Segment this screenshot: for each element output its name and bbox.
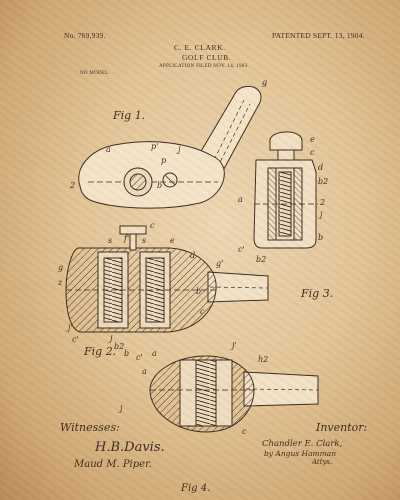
svg-text:p: p — [161, 156, 166, 165]
inventor-name: C. E. CLARK. — [174, 43, 226, 52]
svg-text:c: c — [242, 427, 247, 436]
svg-text:b2: b2 — [114, 342, 124, 351]
fig-3-label: Fig 3. — [301, 287, 334, 300]
patent-title: GOLF CLUB. — [182, 53, 232, 62]
fig2-screw-head — [119, 225, 147, 235]
fig-2-label: Fig 2. — [84, 345, 117, 358]
fig1-hosel-inner — [207, 99, 251, 175]
figure-1-drawing — [78, 85, 262, 209]
figure-4-refs: j' h2 a j c — [118, 341, 268, 436]
fig1-head — [78, 141, 225, 209]
svg-text:c': c' — [238, 245, 245, 254]
patent-number: No. 769,939. — [64, 31, 106, 40]
figure-4-drawing — [149, 355, 319, 433]
witness-signature-2: Maud M. Piper. — [74, 459, 152, 470]
svg-text:2: 2 — [319, 198, 325, 207]
attorney-by-line: by Angus Hamman — [264, 449, 337, 458]
svg-text:e: e — [310, 135, 315, 144]
svg-text:c: c — [310, 148, 315, 157]
svg-text:j: j — [318, 210, 323, 219]
svg-text:b: b — [196, 287, 201, 296]
fig2-shaft — [207, 271, 269, 303]
svg-text:e: e — [170, 236, 175, 245]
svg-text:b: b — [124, 349, 129, 358]
svg-text:a: a — [152, 349, 157, 358]
svg-text:g: g — [58, 263, 63, 272]
svg-text:c': c' — [72, 335, 79, 344]
svg-text:d: d — [190, 251, 195, 260]
fig1-weight-inner — [129, 173, 147, 191]
svg-text:j: j — [176, 145, 181, 154]
figure-2-refs: c s f' s e d g g' z b c j' c' j b2 b c' … — [57, 221, 223, 362]
svg-text:a: a — [142, 367, 147, 376]
application-filed: APPLICATION FILED NOV. 14, 1903. — [159, 64, 249, 69]
svg-text:g: g — [262, 78, 267, 87]
svg-text:c: c — [150, 221, 155, 230]
svg-text:j: j — [108, 334, 113, 343]
inventor-title: Inventor: — [316, 421, 368, 434]
svg-text:s: s — [142, 236, 146, 245]
svg-text:c': c' — [136, 353, 143, 362]
svg-text:b2: b2 — [256, 255, 266, 264]
fig-4-label: Fig 4. — [181, 483, 211, 494]
figure-3-drawing — [253, 131, 318, 249]
fig1-screw — [162, 172, 178, 188]
svg-text:z: z — [57, 278, 63, 287]
svg-text:b2: b2 — [318, 177, 328, 186]
svg-text:a: a — [106, 145, 111, 154]
fig-1-label: Fig 1. — [113, 109, 146, 122]
svg-text:f': f' — [123, 234, 129, 243]
svg-text:2: 2 — [69, 181, 75, 190]
svg-text:a: a — [238, 195, 243, 204]
svg-text:c: c — [200, 307, 205, 316]
attorneys-label: Attys. — [312, 458, 333, 466]
fig3-cap — [269, 131, 303, 151]
svg-text:j: j — [118, 404, 123, 413]
patented-date: PATENTED SEPT. 13, 1904. — [272, 31, 365, 40]
svg-text:j': j' — [230, 341, 237, 350]
svg-text:b: b — [157, 181, 162, 190]
model-note: NO MODEL. — [80, 71, 111, 76]
witnesses-title: Witnesses: — [60, 421, 120, 434]
figure-2-drawing — [65, 225, 269, 333]
figure-1-refs: g a j p' p b 2 — [69, 78, 267, 190]
svg-text:p': p' — [151, 142, 158, 151]
inventor-signature: Chandler E. Clark, — [262, 439, 343, 449]
figure-3-refs: e c d b2 a j b c' b2 2 — [238, 135, 328, 264]
witness-signature-1: H.B.Davis. — [95, 440, 165, 455]
svg-text:s: s — [108, 236, 112, 245]
svg-text:b: b — [318, 233, 323, 242]
svg-text:h2: h2 — [258, 355, 268, 364]
svg-text:j': j' — [66, 323, 73, 332]
svg-text:d: d — [318, 163, 323, 172]
svg-text:g': g' — [216, 259, 223, 268]
